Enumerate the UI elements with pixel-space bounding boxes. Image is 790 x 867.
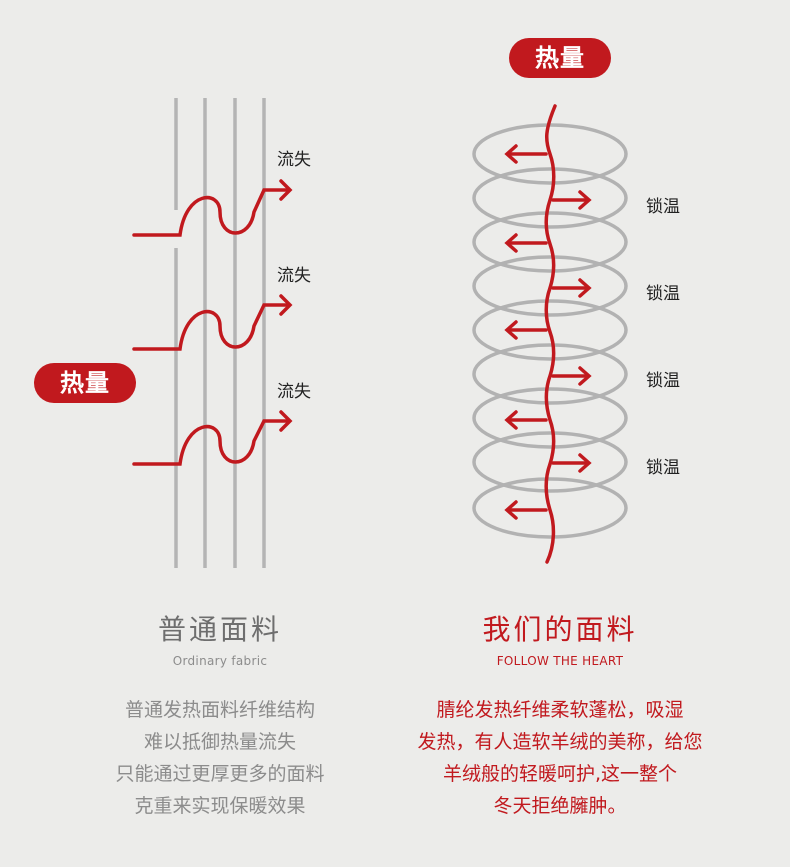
ordinary-desc-line-1: 普通发热面料纤维结构	[124, 699, 315, 721]
our-desc-line-4: 冬天拒绝臃肿。	[493, 795, 627, 817]
arrow-right-2-head	[578, 278, 592, 298]
arrow-left-1-head	[504, 144, 518, 164]
heat-loss-arrows	[132, 179, 293, 466]
arrow-left-2-head	[504, 233, 518, 253]
our-desc-line-1: 腈纶发热纤维柔软蓬松，吸湿	[436, 699, 684, 721]
our-fabric-title: 我们的面料	[482, 613, 638, 646]
ordinary-fabric-subtitle: Ordinary fabric	[172, 654, 268, 668]
heat-loss-arrow-3	[132, 419, 290, 466]
arrow-left-3-head	[504, 320, 518, 340]
ordinary-fabric-title: 普通面料	[157, 613, 282, 646]
heat-loss-arrow-1-head	[279, 179, 293, 201]
lock-label-3: 锁温	[646, 371, 680, 391]
our-desc-line-2: 发热，有人造软羊绒的美称，给您	[417, 731, 703, 753]
ordinary-desc-line-2: 难以抵御热量流失	[143, 731, 296, 753]
our-fabric-subtitle: FOLLOW THE HEART	[496, 654, 624, 668]
arrow-right-1-head	[578, 190, 592, 210]
ordinary-fabric-description: 普通发热面料纤维结构 难以抵御热量流失 只能通过更厚更多的面料 克重来实现保暖效…	[60, 694, 380, 822]
arrow-left-4-head	[504, 410, 518, 430]
our-fabric-description: 腈纶发热纤维柔软蓬松，吸湿 发热，有人造软羊绒的美称，给您 羊绒般的轻暖呵护,这…	[380, 694, 740, 822]
coil-ring-6	[472, 343, 628, 405]
heat-loss-arrow-2-head	[279, 294, 293, 316]
coil-ring-3	[472, 211, 628, 273]
loss-label-3: 流失	[277, 382, 311, 402]
heat-loss-arrow-1	[132, 188, 290, 237]
coil-ring-4	[472, 255, 628, 317]
ordinary-desc-line-4: 克重来实现保暖效果	[134, 795, 306, 817]
lock-label-4: 锁温	[646, 458, 680, 478]
lock-label-2: 锁温	[646, 284, 680, 304]
ordinary-fiber-lines	[174, 98, 266, 568]
heat-lock-arrows	[504, 144, 592, 520]
heat-badge-left: 热量	[34, 363, 136, 403]
coil-ring-5	[472, 299, 628, 361]
coil-ring-8	[472, 431, 628, 493]
coil-ring-2	[472, 167, 628, 229]
loss-label-2: 流失	[277, 266, 311, 286]
lock-label-1: 锁温	[646, 197, 680, 217]
ordinary-desc-line-3: 只能通过更厚更多的面料	[115, 763, 325, 785]
heat-core-wave	[544, 104, 557, 564]
heat-badge-right: 热量	[509, 38, 611, 78]
arrow-right-4-head	[578, 453, 592, 473]
our-fiber-coil	[472, 123, 628, 539]
heat-loss-arrow-2	[132, 303, 290, 351]
heat-loss-arrow-3-head	[279, 410, 293, 432]
coil-ring-7	[472, 387, 628, 449]
loss-label-1: 流失	[277, 150, 311, 170]
our-desc-line-3: 羊绒般的轻暖呵护,这一整个	[442, 763, 678, 785]
arrow-right-3-head	[578, 366, 592, 386]
arrow-left-5-head	[504, 500, 518, 520]
coil-ring-9	[472, 477, 628, 539]
